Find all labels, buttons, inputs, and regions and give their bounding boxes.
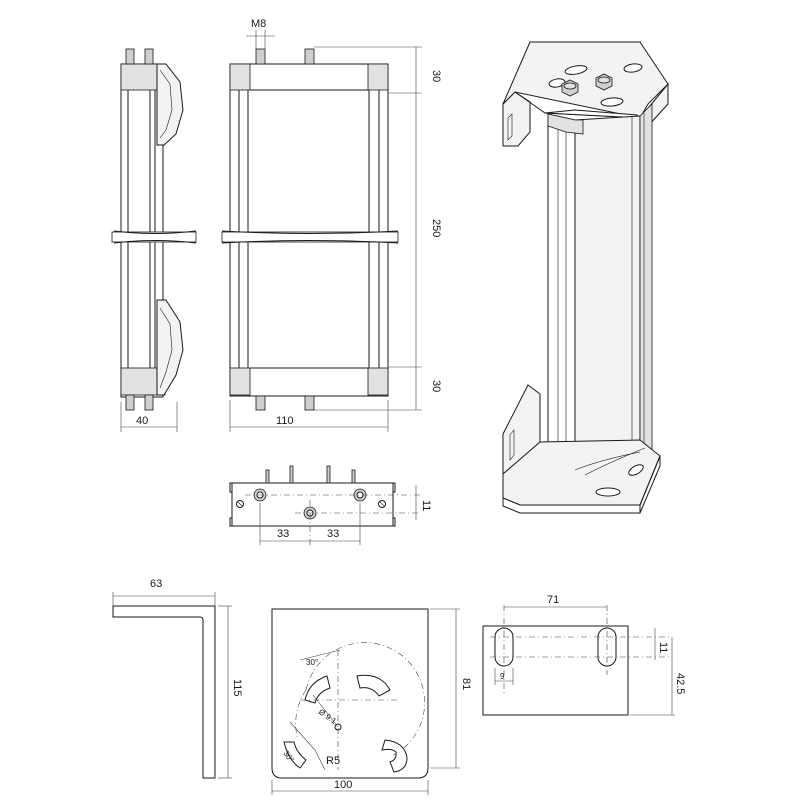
- dim-length: 250: [430, 219, 442, 237]
- dim-plate-slot-radius: R5: [326, 755, 340, 767]
- dim-end-spacing-left: 33: [277, 528, 289, 540]
- dim-thread: M8: [251, 18, 266, 30]
- dim-side-width: 40: [136, 415, 148, 427]
- dim-slot-spacing: 71: [547, 594, 559, 606]
- end-view: 11 33 33: [229, 465, 432, 545]
- dim-bottom-cap: 30: [430, 380, 442, 392]
- dim-bracket-height: 115: [231, 679, 243, 697]
- dim-front-width: 110: [276, 415, 294, 427]
- dim-plate-angle-top: 30°: [306, 658, 318, 667]
- slotted-plate-view: 71 9 11 42.5: [482, 594, 686, 716]
- dim-slot-height: 42.5: [674, 673, 686, 694]
- side-view: 40: [111, 48, 197, 432]
- dim-slot-offset: 11: [657, 642, 669, 653]
- dim-end-spacing-right: 33: [327, 528, 339, 540]
- bracket-side-view: 63 115: [112, 578, 243, 779]
- bracket-plate-view: 30° Ø 9.1 30° R5 81 100: [271, 608, 472, 795]
- isometric-view: [502, 41, 669, 514]
- dim-bracket-flange: 63: [150, 578, 162, 590]
- dim-slot-width: 9: [500, 672, 505, 681]
- dim-plate-height: 81: [460, 678, 472, 690]
- dim-top-cap: 30: [430, 70, 442, 82]
- front-view: M8 30 250 30 110: [221, 18, 442, 432]
- dim-plate-width: 100: [334, 779, 352, 791]
- dim-end-offset: 11: [420, 500, 432, 511]
